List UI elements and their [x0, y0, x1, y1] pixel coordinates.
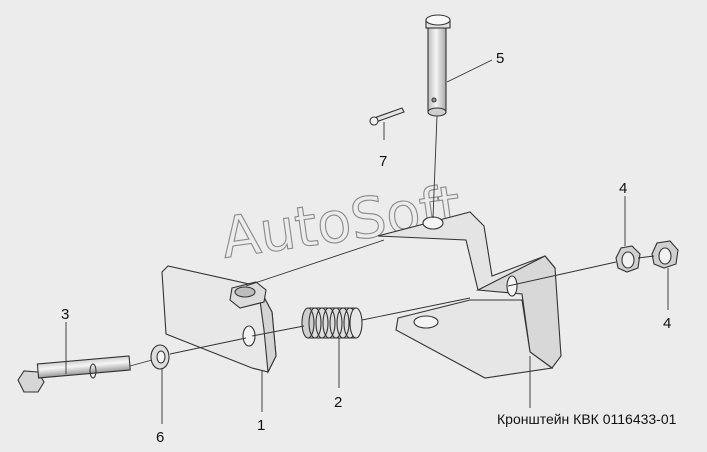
callout-7: 7: [379, 153, 387, 170]
callout-2: 2: [334, 394, 342, 411]
callout-3: 3: [61, 306, 69, 323]
cotter-pin: [369, 107, 405, 126]
washer: [150, 344, 170, 370]
drawing-caption: Кронштейн КВК 0116433-01: [497, 411, 677, 427]
callout-5: 5: [496, 50, 504, 67]
coil-spring: [301, 307, 363, 339]
bolt: [17, 355, 131, 393]
callout-4-bottom: 4: [663, 315, 671, 332]
callout-4-top: 4: [619, 180, 627, 197]
nut-left: [615, 245, 641, 273]
callout-1: 1: [257, 417, 265, 434]
main-bracket: [377, 211, 562, 379]
hinge-pin: [425, 14, 451, 117]
hinge-plate: [161, 265, 277, 374]
nut-right: [651, 240, 679, 269]
assembly-lines: [129, 115, 655, 367]
leader-lines: [65, 59, 669, 424]
callout-6: 6: [156, 429, 164, 446]
